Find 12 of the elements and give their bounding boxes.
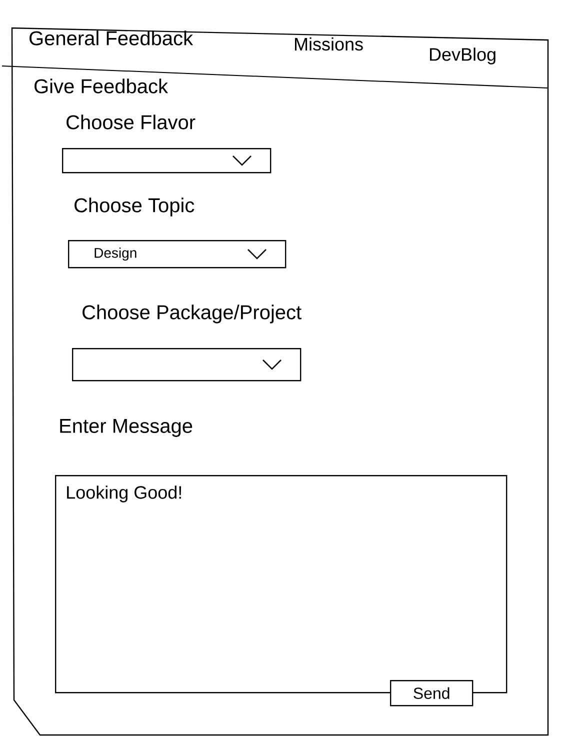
field-label: Enter Message	[60, 419, 192, 437]
field-label: Choose Flavor	[66, 114, 196, 130]
tab-label: General Feedback	[30, 30, 194, 46]
field-label: Give Feedback	[34, 78, 168, 94]
field-label: Choose Package/Project	[82, 304, 302, 324]
send-button: Send	[390, 680, 474, 706]
tab-label: DevBlog	[430, 48, 496, 64]
field-label: Choose Topic	[74, 198, 194, 216]
dropdown-field: Design	[68, 240, 286, 268]
dropdown-field	[62, 148, 272, 174]
tab-label: Missions	[295, 37, 363, 51]
dropdown-field	[72, 348, 302, 382]
